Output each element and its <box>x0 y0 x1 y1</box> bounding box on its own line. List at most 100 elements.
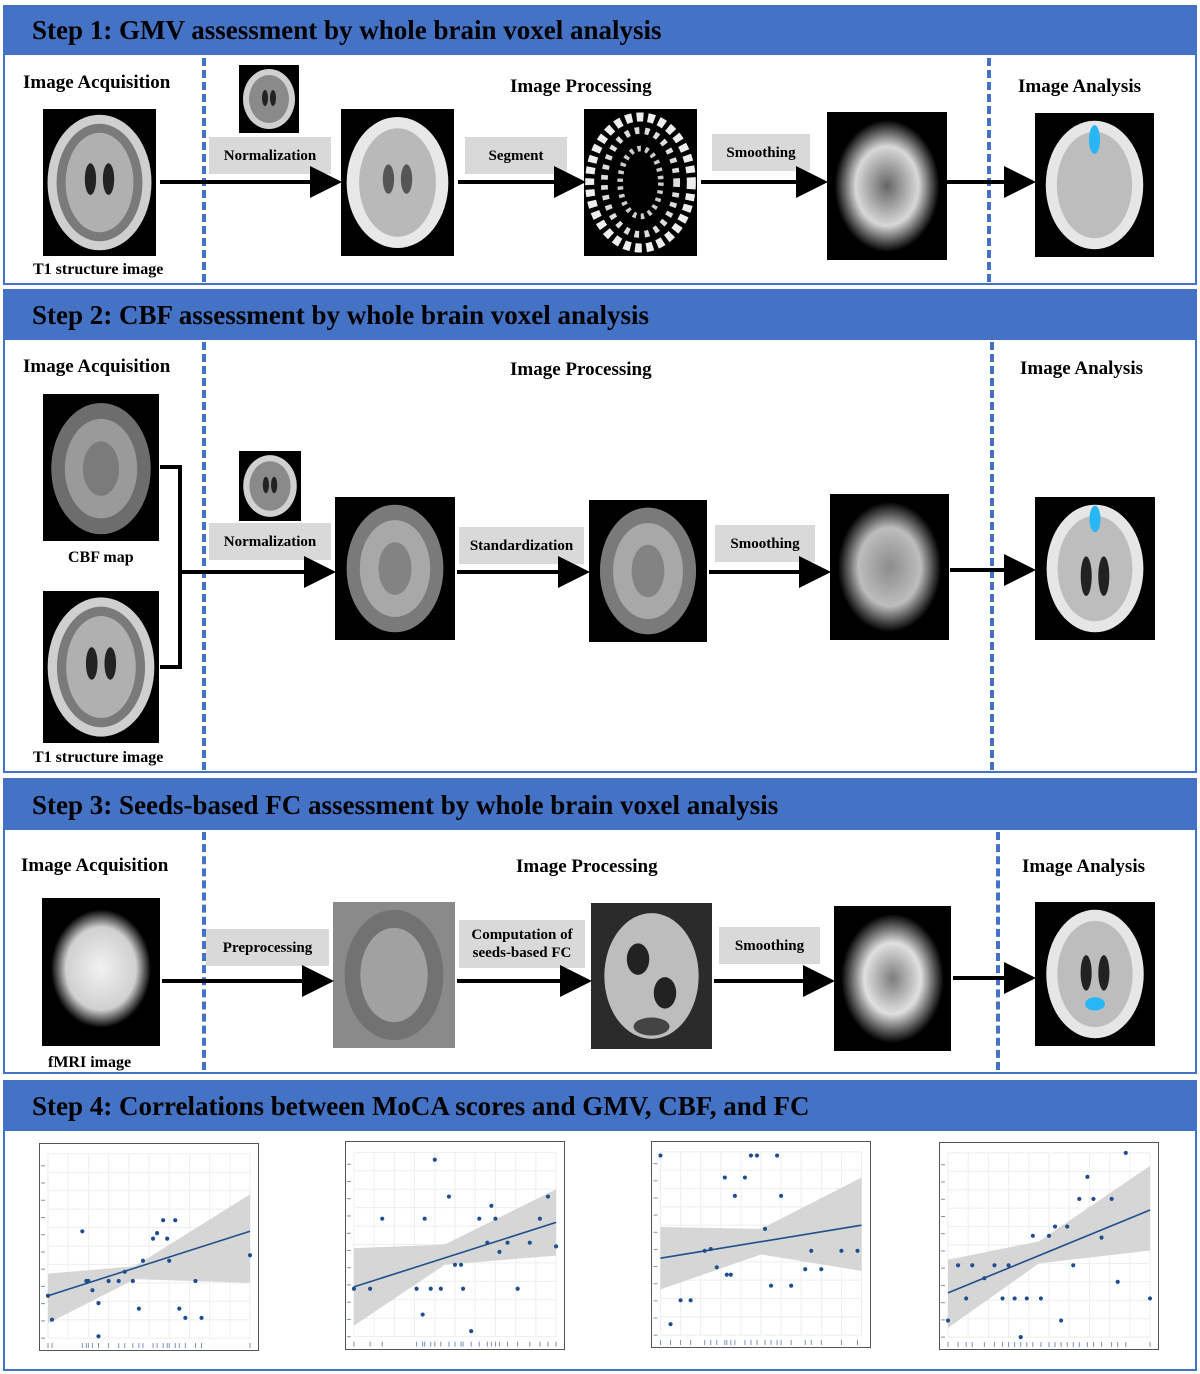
data-point <box>688 1298 693 1303</box>
plot-svg-2 <box>346 1151 559 1347</box>
data-point <box>1046 1233 1052 1238</box>
data-point <box>1024 1296 1029 1301</box>
data-point <box>461 1286 466 1291</box>
data-point <box>678 1298 683 1303</box>
data-point <box>1077 1196 1082 1202</box>
data-point <box>724 1272 729 1277</box>
step2-smoothed-image <box>830 494 949 640</box>
data-point <box>199 1315 204 1320</box>
data-point <box>1000 1296 1005 1301</box>
step1-label-smoothing: Smoothing <box>712 134 810 171</box>
data-point <box>485 1240 490 1245</box>
data-point <box>167 1258 172 1263</box>
data-point <box>956 1263 961 1268</box>
data-point <box>446 1194 452 1199</box>
data-point <box>428 1286 433 1291</box>
step1-label-segment: Segment <box>465 137 567 174</box>
data-point <box>779 1193 784 1198</box>
data-point <box>173 1218 178 1223</box>
data-point <box>96 1301 101 1306</box>
data-point <box>432 1157 437 1162</box>
confidence-band <box>660 1177 862 1290</box>
data-point <box>497 1249 502 1254</box>
data-point <box>183 1315 188 1320</box>
data-point <box>982 1276 987 1281</box>
data-point <box>708 1246 713 1252</box>
data-point <box>1099 1235 1104 1240</box>
plot-svg-4 <box>941 1150 1153 1348</box>
computation-line-1: Computation of <box>471 927 573 943</box>
data-point <box>527 1240 532 1245</box>
step1-smoothed-image <box>827 112 947 260</box>
data-point <box>489 1203 494 1208</box>
data-point <box>1065 1224 1070 1229</box>
step2-cbf-map <box>43 394 159 541</box>
step3-divider-right <box>996 832 1000 1070</box>
fit-line <box>947 1209 1151 1294</box>
data-point <box>49 1317 55 1322</box>
data-point <box>945 1318 951 1323</box>
step2-acq-header: Image Acquisition <box>23 356 171 377</box>
data-point <box>722 1175 727 1180</box>
data-point <box>545 1194 551 1199</box>
confidence-band <box>47 1194 251 1324</box>
data-point <box>477 1216 482 1221</box>
data-point <box>45 1293 51 1298</box>
step4-banner: Step 4: Correlations between MoCA scores… <box>4 1081 1196 1131</box>
step2-t1-image <box>43 591 159 743</box>
data-point <box>136 1306 141 1311</box>
step2-divider-left <box>202 342 206 770</box>
data-point <box>775 1153 780 1158</box>
step1-normalized-image <box>341 109 454 256</box>
fit-line <box>660 1224 862 1259</box>
data-point <box>351 1286 357 1291</box>
step2-result-image <box>1035 497 1155 640</box>
step3-divider-left <box>202 832 206 1070</box>
data-point <box>714 1265 719 1270</box>
step3-acq-header: Image Acquisition <box>21 855 169 876</box>
step1-acq-header: Image Acquisition <box>23 72 171 93</box>
data-point <box>1030 1233 1035 1238</box>
data-point <box>702 1248 707 1253</box>
step1-divider-left <box>202 58 206 282</box>
data-point <box>728 1272 733 1277</box>
step1-segment-image <box>584 109 697 256</box>
data-point <box>150 1236 156 1241</box>
step1-result-image <box>1035 113 1154 257</box>
step2-normalized-image <box>335 497 455 640</box>
step2-proc-header: Image Processing <box>510 359 652 380</box>
data-point <box>420 1312 425 1317</box>
data-point <box>1038 1296 1043 1301</box>
data-point <box>789 1283 794 1288</box>
data-point <box>537 1216 542 1221</box>
data-point <box>96 1334 101 1339</box>
data-point <box>106 1278 111 1284</box>
data-point <box>1052 1224 1058 1229</box>
data-point <box>122 1269 127 1274</box>
step1-template-thumb <box>239 65 299 133</box>
data-point <box>458 1262 464 1267</box>
data-point <box>493 1216 498 1221</box>
step2-label-standardization: Standardization <box>459 527 584 564</box>
data-point <box>452 1262 458 1267</box>
data-point <box>86 1278 91 1284</box>
data-point <box>819 1267 824 1272</box>
step3-label-smoothing: Smoothing <box>719 927 820 964</box>
data-point <box>553 1244 559 1249</box>
step2-caption-cbf: CBF map <box>68 549 134 566</box>
data-point <box>414 1286 419 1291</box>
data-point <box>165 1236 170 1241</box>
data-point <box>515 1286 520 1291</box>
step1-t1-image <box>43 109 156 256</box>
data-point <box>155 1231 160 1236</box>
data-point <box>1147 1296 1153 1301</box>
correlation-plot-fc-1 <box>651 1141 871 1348</box>
step1-banner: Step 1: GMV assessment by whole brain vo… <box>4 5 1196 55</box>
data-point <box>658 1153 663 1158</box>
data-point <box>1071 1263 1076 1268</box>
data-point <box>855 1248 860 1253</box>
data-point <box>177 1306 182 1311</box>
data-point <box>1012 1296 1017 1301</box>
step2-label-smoothing: Smoothing <box>715 525 815 562</box>
